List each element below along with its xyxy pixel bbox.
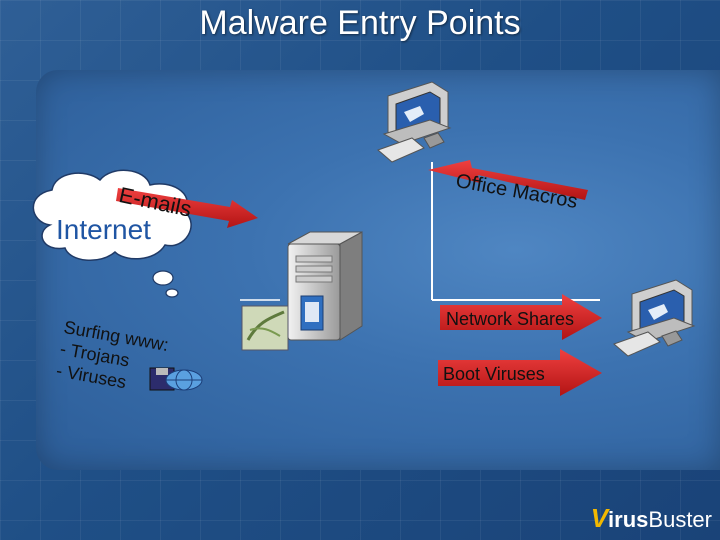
network-shares-label: Network Shares [446, 309, 575, 329]
network-shares-arrow [440, 294, 602, 340]
email-arrow [116, 188, 258, 228]
leaf-thumbnail-icon [241, 305, 289, 351]
workstation-icon [613, 279, 696, 357]
logo-mark: V [590, 503, 609, 533]
cloud-icon [32, 169, 192, 298]
boot-viruses-label: Boot Viruses [443, 364, 545, 384]
internet-label: Internet [56, 214, 151, 245]
server-icon [287, 231, 363, 341]
workstation-icon [377, 81, 452, 163]
office-macros-arrow [428, 160, 588, 200]
page-title: Malware Entry Points [199, 4, 521, 42]
logo-text-bold: irus [608, 507, 649, 532]
diagram-panel [36, 70, 720, 470]
virusbuster-logo: VirusBuster [591, 503, 712, 534]
globe-icon [165, 369, 203, 391]
logo-text-regular: Buster [648, 507, 712, 532]
boot-viruses-arrow [438, 349, 602, 396]
